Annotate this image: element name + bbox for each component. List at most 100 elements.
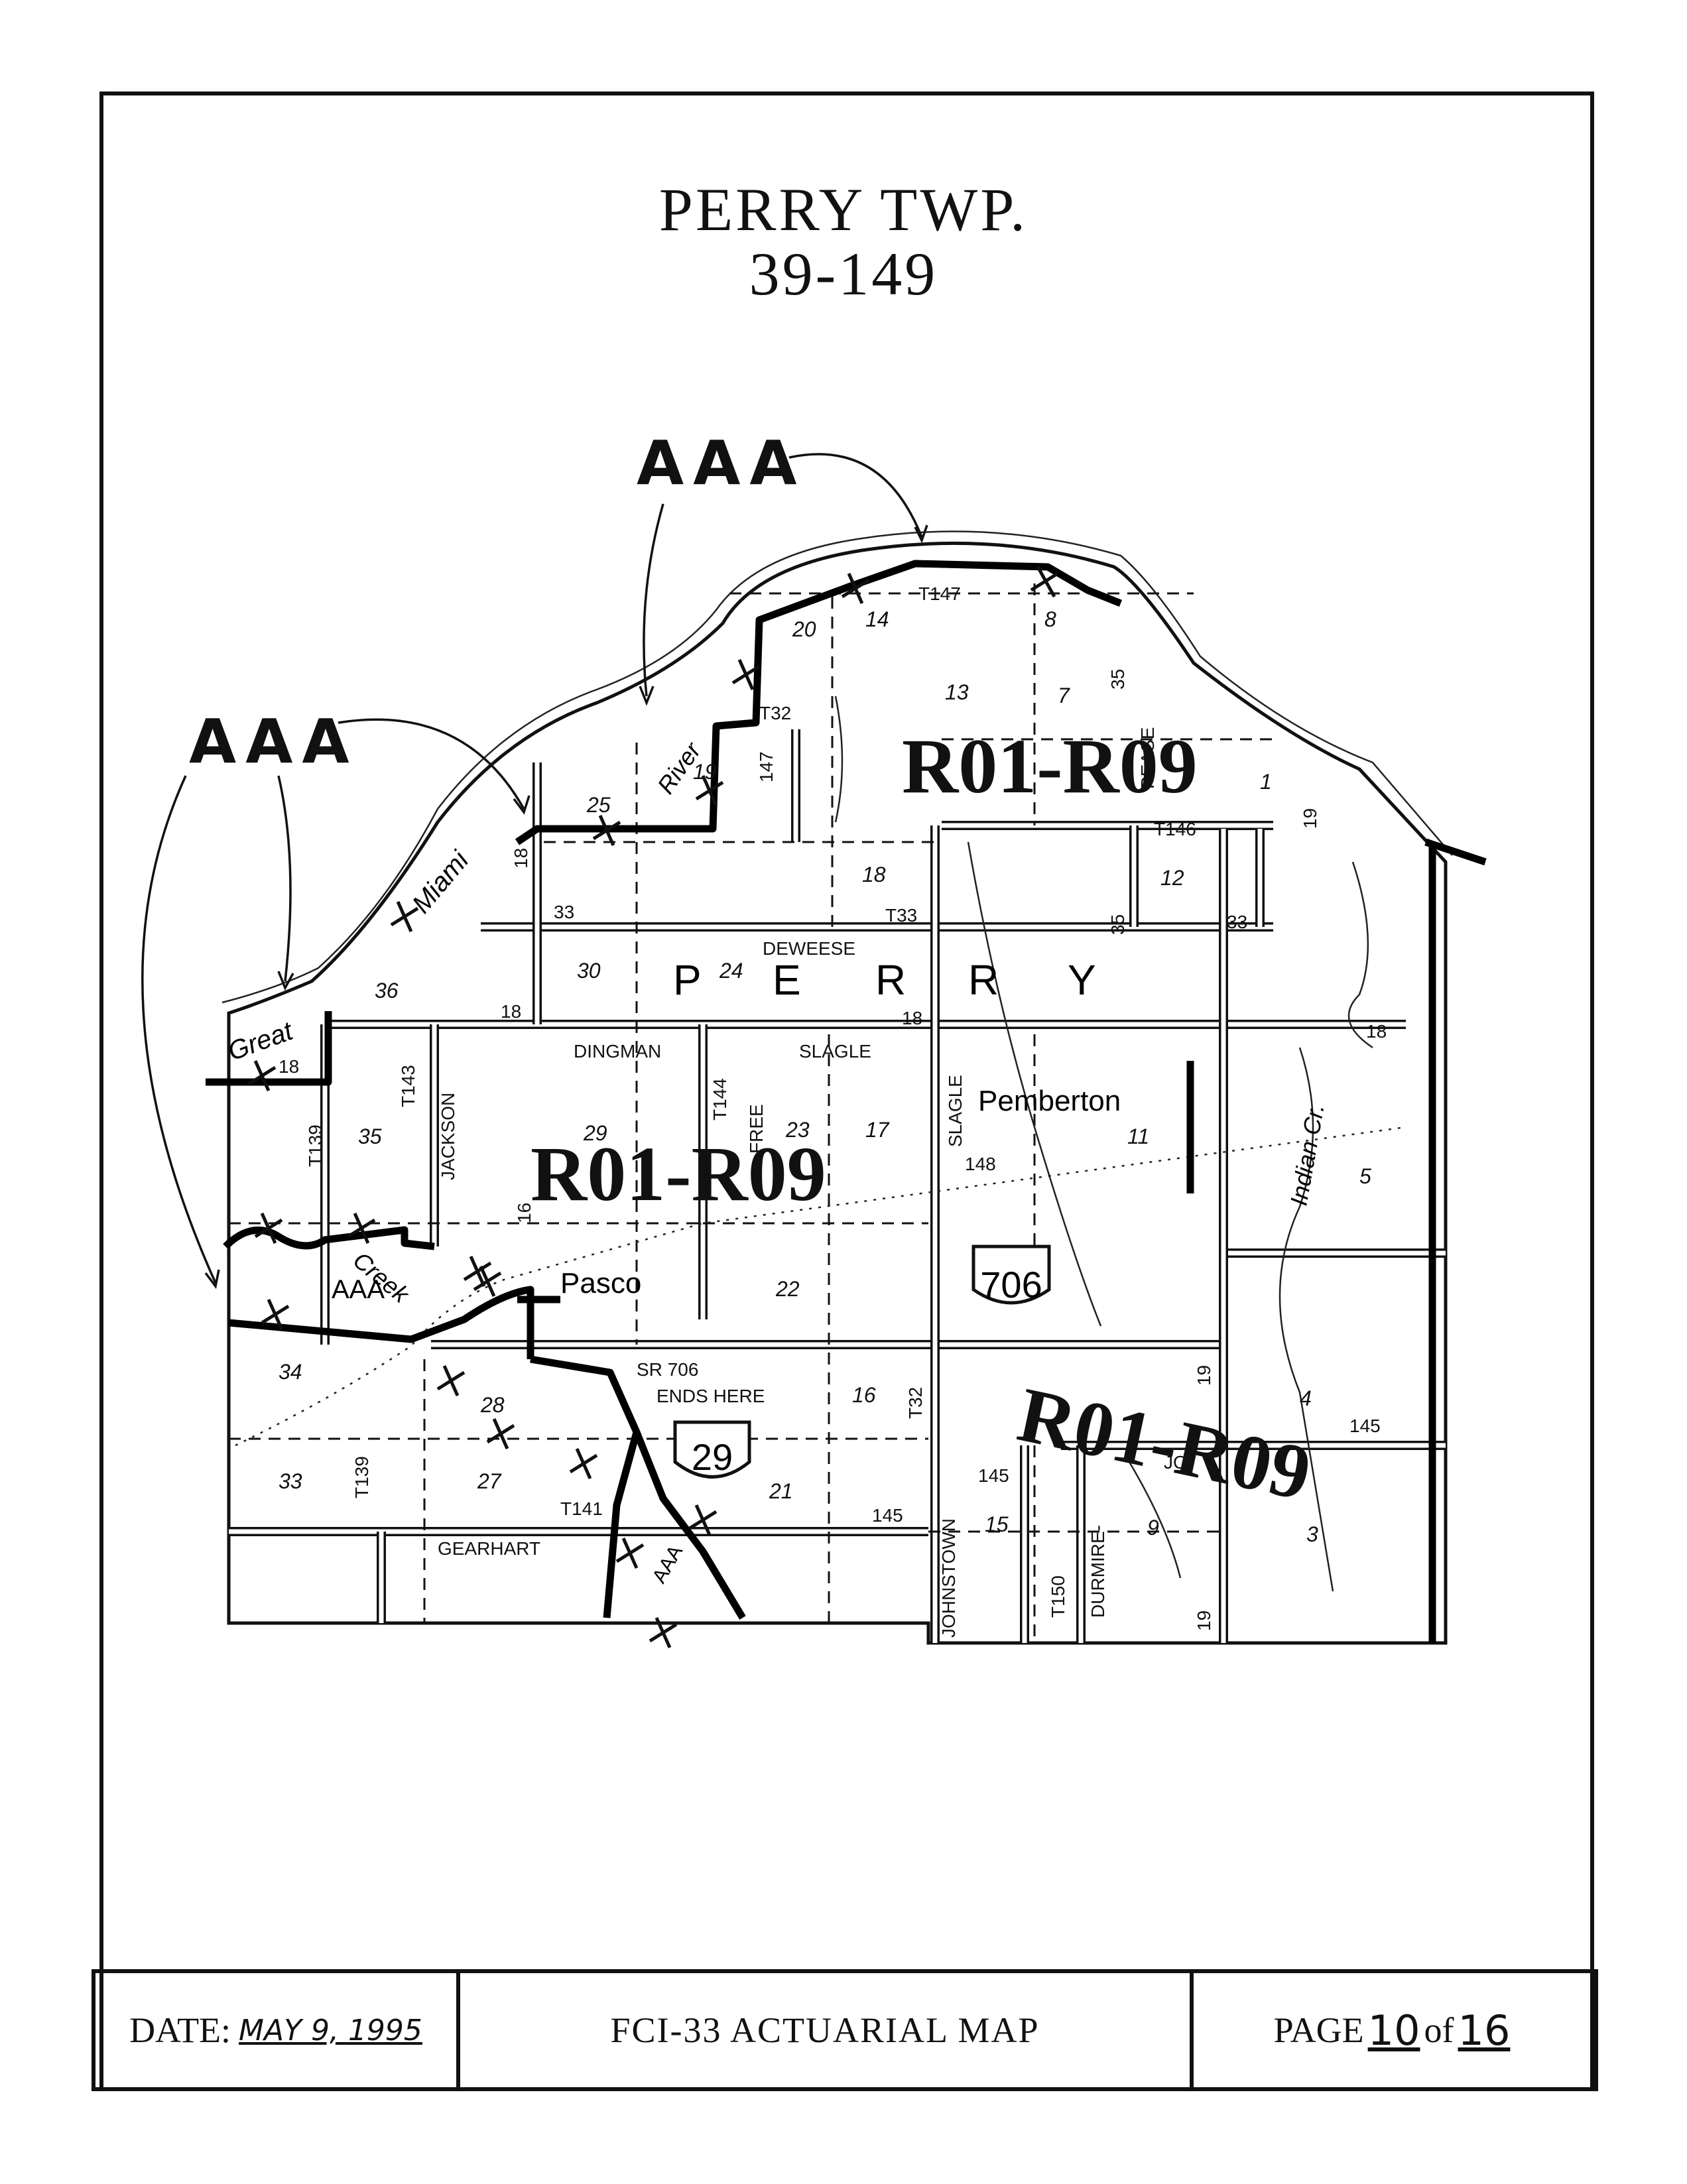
aaa-boundary-lines xyxy=(206,560,1487,1643)
perry-letter: R xyxy=(875,956,906,1004)
section-number: 34 xyxy=(279,1360,302,1384)
road-145-b: 145 xyxy=(872,1505,903,1526)
road-145-a: 145 xyxy=(978,1465,1009,1486)
road-deweese: DEWEESE xyxy=(763,938,855,959)
section-number: 16 xyxy=(852,1383,876,1407)
section-number: 7 xyxy=(1058,684,1070,707)
road-18-west: 18 xyxy=(501,1001,521,1022)
section-number: 29 xyxy=(583,1121,607,1145)
section-number: 18 xyxy=(862,863,886,886)
annotation-arrows xyxy=(141,453,928,1290)
road-slagle: SLAGLE xyxy=(799,1041,871,1062)
road-johnstown: JOHNSTOWN xyxy=(938,1518,959,1638)
creeks xyxy=(834,696,1373,1592)
section-lines xyxy=(229,583,1273,1643)
perry-letter: Y xyxy=(1068,956,1096,1004)
place-pemberton: Pemberton xyxy=(978,1085,1121,1117)
section-number: 30 xyxy=(577,959,601,983)
road-35-mid: 35 xyxy=(1107,914,1128,935)
route-shield-29: 29 xyxy=(673,1420,751,1479)
road-35-north: 35 xyxy=(1107,669,1128,690)
date-value: MAY 9, 1995 xyxy=(239,2013,422,2047)
shield-29-label: 29 xyxy=(692,1436,733,1478)
section-number: 24 xyxy=(719,959,743,983)
section-number: 11 xyxy=(1127,1124,1149,1148)
road-jackson: JACKSON xyxy=(438,1093,458,1180)
road-t150: T150 xyxy=(1048,1575,1068,1618)
section-number: 28 xyxy=(480,1393,505,1417)
road-durmire: DURMIRE- xyxy=(1088,1525,1108,1618)
road-t139-upper: T139 xyxy=(305,1124,326,1167)
sr706-note-line1: SR 706 xyxy=(637,1359,698,1380)
road-dingman: DINGMAN xyxy=(574,1041,661,1062)
road-33-west: 33 xyxy=(554,902,574,922)
page-number: 10 xyxy=(1367,2006,1420,2055)
page-of: of xyxy=(1424,2010,1454,2050)
road-jo: JO xyxy=(1164,1452,1188,1473)
aaa-label-small: AAA xyxy=(332,1275,385,1304)
road-18-north: 18 xyxy=(511,848,531,869)
section-number: 35 xyxy=(358,1124,382,1148)
road-gearhart: GEARHART xyxy=(438,1538,540,1559)
road-labels: T147 T32 T146 T33 DEWEESE DINGMAN SLAGLE… xyxy=(279,583,1387,1638)
map-name-cell: FCI-33 ACTUARIAL MAP xyxy=(460,1973,1194,2087)
road-16: 16 xyxy=(514,1203,534,1223)
date-label: DATE: xyxy=(129,2010,231,2050)
section-number: 33 xyxy=(279,1469,302,1493)
section-numbers: 20 14 8 13 7 1 25 19 18 12 36 30 24 35 2… xyxy=(279,607,1371,1546)
route-shield-706: 706 xyxy=(971,1244,1051,1305)
section-number: 21 xyxy=(769,1479,793,1503)
section-number: 8 xyxy=(1044,607,1056,631)
perry-letter: P xyxy=(673,956,702,1004)
section-number: 15 xyxy=(985,1512,1009,1536)
road-148: 148 xyxy=(965,1154,996,1174)
label-indian-creek: Indian Cr. xyxy=(1285,1102,1330,1208)
road-t147: T147 xyxy=(918,583,961,604)
road-19-mid: 19 xyxy=(1194,1365,1214,1386)
road-18-great: 18 xyxy=(279,1056,299,1077)
title-block-footer: DATE: MAY 9, 1995 FCI-33 ACTUARIAL MAP P… xyxy=(92,1969,1598,2091)
road-t143: T143 xyxy=(398,1065,418,1107)
road-free: FREE xyxy=(746,1104,767,1154)
page-label: PAGE xyxy=(1273,2010,1364,2050)
road-145-c: 145 xyxy=(1349,1416,1381,1436)
date-cell: DATE: MAY 9, 1995 xyxy=(95,1973,460,2087)
road-19-north: 19 xyxy=(1300,808,1320,829)
section-number: 25 xyxy=(586,793,611,817)
perry-letter: E xyxy=(773,956,801,1004)
road-pease: PEASE xyxy=(1137,727,1158,789)
road-slagle-vertical: SLAGLE xyxy=(945,1075,966,1147)
section-number: 17 xyxy=(865,1118,890,1142)
map-title: PERRY TWP. xyxy=(658,176,1029,243)
section-number: 5 xyxy=(1359,1164,1371,1188)
road-t139-lower: T139 xyxy=(351,1456,372,1498)
page-total: 16 xyxy=(1458,2006,1511,2055)
section-number: 13 xyxy=(945,680,969,704)
rating-label-southeast: R01-R09 xyxy=(1011,1370,1318,1517)
road-18-east: 18 xyxy=(1366,1021,1387,1042)
road-147: 147 xyxy=(756,751,777,782)
section-number: 22 xyxy=(775,1277,800,1301)
rating-label-north: R01-R09 xyxy=(902,723,1198,810)
road-t32-south: T32 xyxy=(905,1387,926,1419)
road-t146: T146 xyxy=(1154,819,1196,839)
section-number: 23 xyxy=(785,1118,810,1142)
place-pasco: Pasco xyxy=(560,1267,641,1300)
section-number: 12 xyxy=(1160,866,1184,890)
section-number: 1 xyxy=(1260,770,1272,794)
perry-letters: P E R R Y xyxy=(673,956,1096,1004)
boundary-x-marks xyxy=(247,566,1059,1649)
road-33-east: 33 xyxy=(1227,912,1247,932)
perry-letter: R xyxy=(968,956,999,1004)
rating-label-center: R01-R09 xyxy=(531,1130,826,1217)
road-18-mid: 18 xyxy=(902,1008,922,1028)
section-number: 20 xyxy=(792,617,816,641)
aaa-label-upper: AAA xyxy=(637,428,806,499)
road-t32-north: T32 xyxy=(759,703,791,723)
map-outline xyxy=(227,541,1448,1645)
shield-706-label: 706 xyxy=(980,1264,1042,1305)
aaa-label-bottom: AAA xyxy=(648,1542,687,1587)
page-cell: PAGE 10 of 16 xyxy=(1194,1973,1594,2087)
road-t144: T144 xyxy=(710,1078,730,1121)
